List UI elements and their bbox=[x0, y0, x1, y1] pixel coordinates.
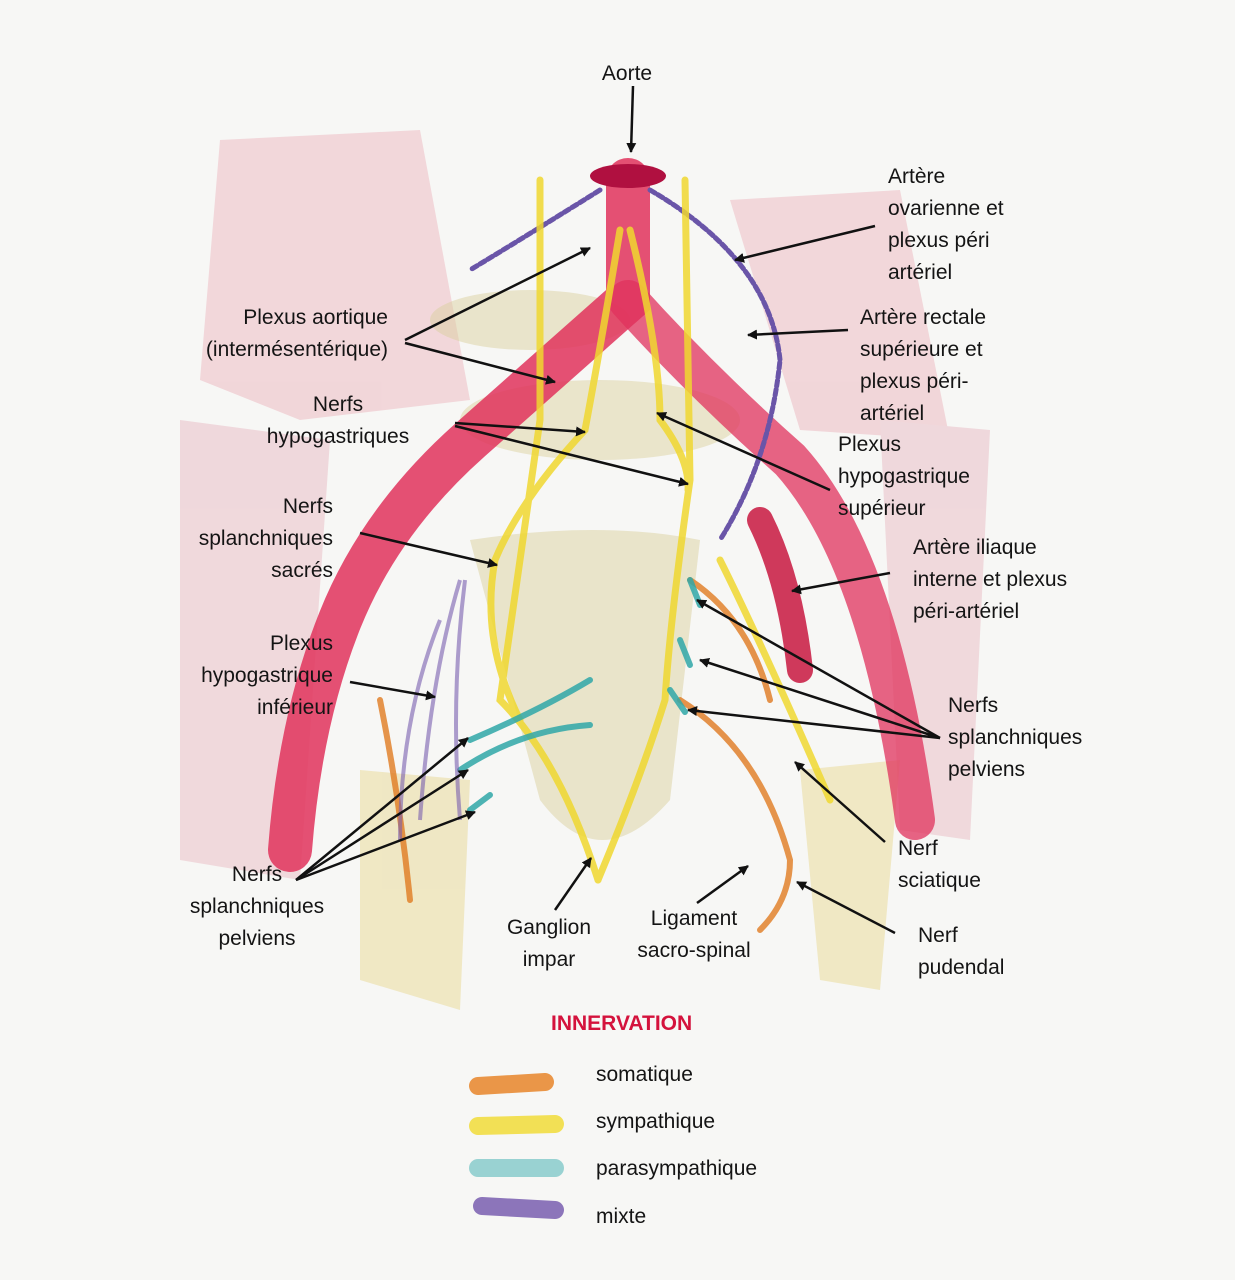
label-nerfs-splanchniques-sacres: Nerfs splanchniques sacrés bbox=[198, 495, 333, 582]
legend-label-somatique: somatique bbox=[596, 1063, 693, 1086]
legend-label-sympathique: sympathique bbox=[596, 1110, 716, 1133]
label-artere-ovarienne: Artère ovarienne et plexus péri artériel bbox=[888, 165, 1004, 284]
legend-label-mixte: mixte bbox=[596, 1205, 647, 1228]
label-nerf-pudendal: Nerf pudendal bbox=[918, 924, 1005, 979]
legend-swatches bbox=[469, 1073, 564, 1219]
label-ganglion-impar: Ganglion impar bbox=[506, 916, 592, 971]
label-aorte: Aorte bbox=[601, 62, 653, 85]
label-nerfs-splanchniques-pelviens-right: Nerfs splanchniques pelviens bbox=[948, 694, 1083, 781]
label-nerfs-hypogastriques: Nerfs hypogastriques bbox=[266, 393, 410, 448]
label-nerfs-splanchniques-pelviens-left: Nerfs splanchniques pelviens bbox=[189, 863, 325, 950]
swatch-mixte bbox=[473, 1197, 564, 1219]
swatch-sympathique bbox=[469, 1115, 564, 1135]
label-arrows bbox=[295, 85, 941, 935]
legend-title: INNERVATION bbox=[551, 1012, 693, 1035]
mixed-plexus bbox=[398, 579, 467, 841]
label-artere-rectale: Artère rectale supérieure et plexus péri… bbox=[860, 306, 987, 425]
swatch-somatique bbox=[469, 1073, 554, 1095]
sympathetic-nerves bbox=[487, 176, 834, 884]
label-plexus-hypogastrique-inferieur: Plexus hypogastrique inférieur bbox=[201, 632, 333, 719]
arteries bbox=[268, 158, 935, 872]
label-plexus-aortique: Plexus aortique (intermésentérique) bbox=[205, 306, 388, 361]
label-ligament-sacro-spinal: Ligament sacro-spinal bbox=[637, 907, 751, 962]
label-nerf-sciatique: Nerf sciatique bbox=[898, 837, 981, 892]
label-plexus-hypogastrique-superieur: Plexus hypogastrique supérieur bbox=[838, 433, 970, 520]
legend-label-parasympathique: parasympathique bbox=[596, 1157, 758, 1180]
label-artere-iliaque-interne: Artère iliaque interne et plexus péri-ar… bbox=[913, 536, 1068, 623]
